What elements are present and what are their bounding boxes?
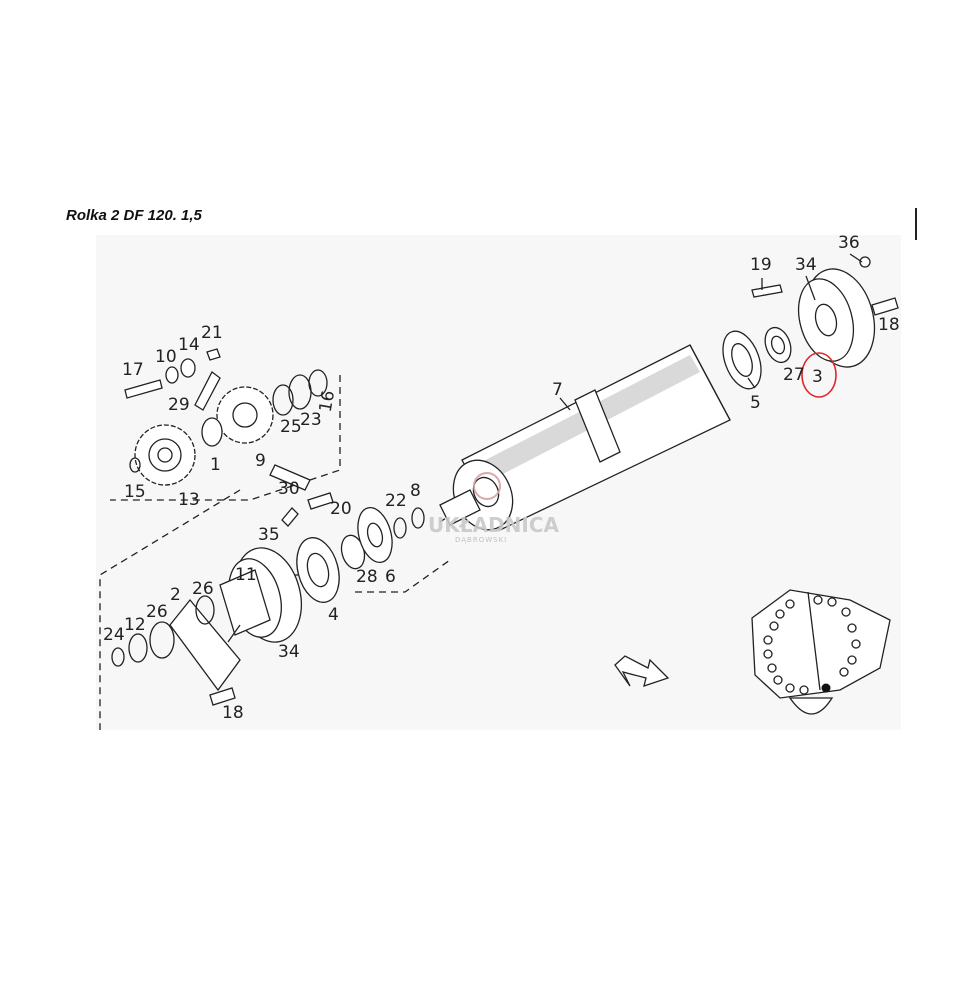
callout-26-b: 26 [146, 602, 168, 622]
callout-21: 21 [201, 323, 223, 343]
callout-26-a: 26 [192, 579, 214, 599]
watermark: UKŁADNICA DĄBROWSKI [428, 472, 560, 544]
callout-labels: 1 2 3 4 5 6 7 8 9 10 11 12 13 14 15 16 1… [103, 233, 900, 723]
callout-29: 29 [168, 395, 190, 415]
callout-28: 28 [356, 567, 378, 587]
callout-23: 23 [300, 410, 322, 430]
callout-1: 1 [210, 455, 221, 475]
direction-arrow-icon [614, 655, 670, 687]
callout-3: 3 [812, 367, 823, 387]
callout-8: 8 [410, 481, 421, 501]
callout-17: 17 [122, 360, 144, 380]
callout-22: 22 [385, 491, 407, 511]
callout-18-right: 18 [878, 315, 900, 335]
callout-15: 15 [124, 482, 146, 502]
callout-34-left: 34 [278, 642, 300, 662]
highlight-ring [801, 352, 837, 398]
callout-5: 5 [750, 393, 761, 413]
callout-24: 24 [103, 625, 125, 645]
right-end-parts [722, 256, 899, 390]
leader-lines [227, 253, 863, 643]
watermark-brand: UKŁADNICA [428, 513, 560, 537]
callout-6: 6 [385, 567, 396, 587]
callout-34-right: 34 [795, 255, 817, 275]
callout-18-left: 18 [222, 703, 244, 723]
callout-14: 14 [178, 335, 200, 355]
callout-7: 7 [552, 380, 563, 400]
callout-20: 20 [330, 499, 352, 519]
callout-27: 27 [783, 365, 805, 385]
callout-25: 25 [280, 417, 302, 437]
callout-36: 36 [838, 233, 860, 253]
housing-group [111, 492, 425, 706]
watermark-sub: DĄBROWSKI [455, 536, 507, 544]
assembly-view-icon [751, 589, 891, 715]
callout-10: 10 [155, 347, 177, 367]
callout-13: 13 [178, 490, 200, 510]
callout-2: 2 [170, 585, 181, 605]
roller-drum [439, 344, 731, 531]
callout-12: 12 [124, 615, 146, 635]
callout-30: 30 [278, 479, 300, 499]
callout-16: 16 [316, 389, 339, 414]
diagram-title: Rolka 2 DF 120. 1,5 [66, 207, 202, 224]
callout-35: 35 [258, 525, 280, 545]
callout-19: 19 [750, 255, 772, 275]
callout-11: 11 [235, 565, 257, 585]
sprocket-group [124, 348, 328, 491]
callout-9: 9 [255, 451, 266, 471]
callout-4: 4 [328, 605, 339, 625]
